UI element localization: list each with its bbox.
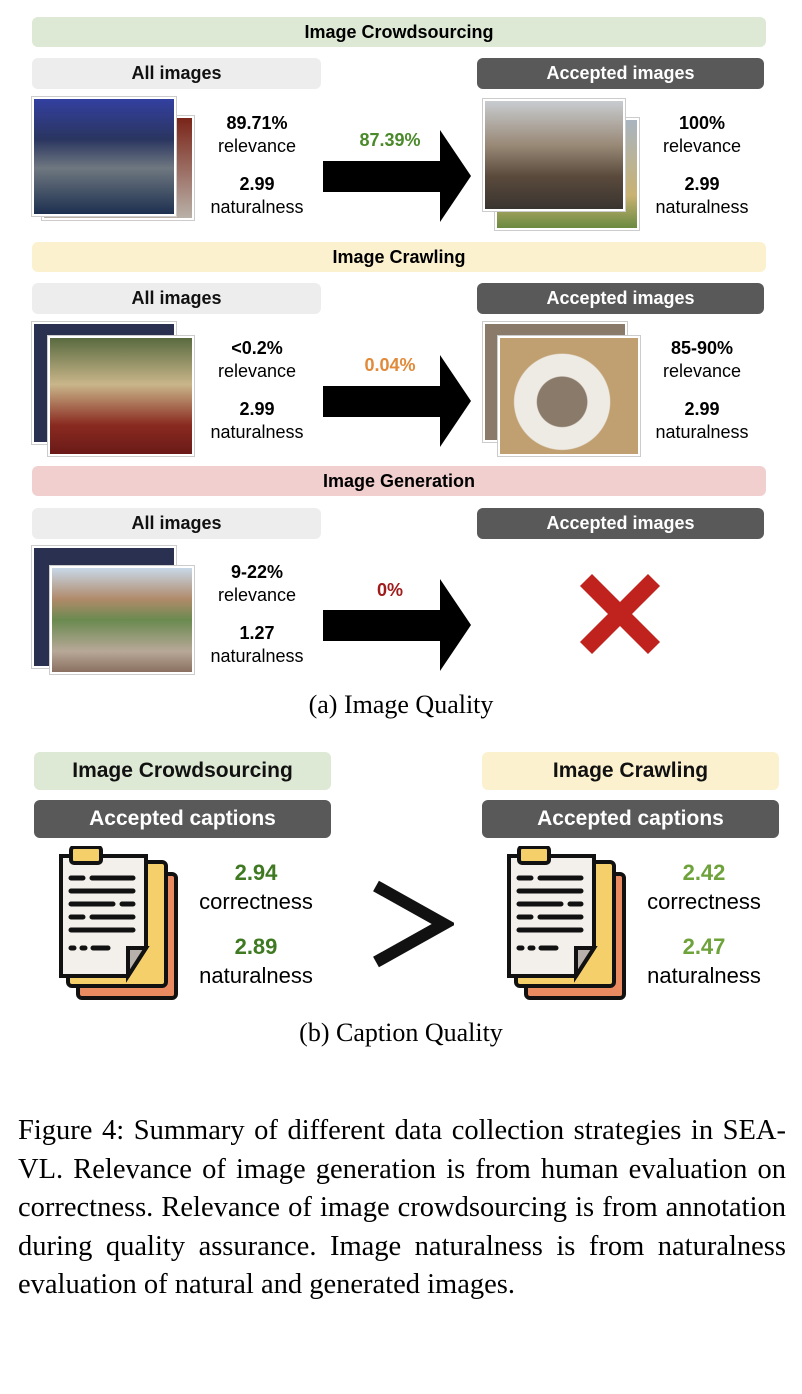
naturalness-value: 2.99 bbox=[239, 399, 275, 419]
naturalness-label: naturalness bbox=[210, 422, 304, 442]
relevance-label: relevance bbox=[217, 136, 297, 156]
correctness-value: 2.94 bbox=[234, 860, 278, 885]
naturalness-value: 2.89 bbox=[234, 934, 278, 959]
document-stack-icon bbox=[507, 846, 626, 1000]
greater-than-icon bbox=[373, 880, 454, 968]
naturalness-label: naturalness bbox=[647, 963, 761, 988]
document-stack-icon bbox=[59, 846, 178, 1000]
naturalness-label: naturalness bbox=[199, 963, 313, 988]
accepted-captions-label: Accepted captions bbox=[34, 800, 331, 838]
naturalness-label: naturalness bbox=[210, 197, 304, 217]
naturalness-value: 2.99 bbox=[684, 174, 720, 194]
photo-bakso bbox=[498, 336, 640, 456]
correctness-label: correctness bbox=[647, 889, 761, 914]
section-header-crowdsourcing: Image Crowdsourcing bbox=[32, 17, 766, 47]
relevance-label: relevance bbox=[217, 361, 297, 381]
accepted-images-label: Accepted images bbox=[477, 508, 764, 539]
relevance-label: relevance bbox=[662, 136, 742, 156]
correctness-label: correctness bbox=[199, 889, 313, 914]
naturalness-value: 2.47 bbox=[682, 934, 726, 959]
all-stats: 9-22% relevance 1.27 naturalness bbox=[187, 561, 327, 668]
photo-kecak-dance bbox=[483, 99, 625, 211]
caption-stats-crawling: 2.42 correctness 2.47 naturalness bbox=[634, 858, 774, 990]
naturalness-value: 2.99 bbox=[684, 399, 720, 419]
acceptance-rate: 0.04% bbox=[364, 355, 416, 375]
correctness-value: 2.42 bbox=[682, 860, 726, 885]
acceptance-rate: 87.39% bbox=[359, 130, 421, 150]
relevance-value: 85-90% bbox=[670, 338, 734, 358]
all-images-label: All images bbox=[32, 508, 321, 539]
caption-header-crawling: Image Crawling bbox=[482, 752, 779, 790]
subcaption-a: (a) Image Quality bbox=[308, 690, 494, 719]
relevance-label: relevance bbox=[662, 361, 742, 381]
naturalness-label: naturalness bbox=[655, 422, 749, 442]
naturalness-value: 1.27 bbox=[239, 623, 275, 643]
naturalness-label: naturalness bbox=[210, 646, 304, 666]
photo-table-setting bbox=[48, 336, 194, 456]
subcaption-b: (b) Caption Quality bbox=[299, 1018, 503, 1047]
photo-aquarium bbox=[32, 97, 176, 216]
caption-stats-crowdsourcing: 2.94 correctness 2.89 naturalness bbox=[186, 858, 326, 990]
relevance-value: <0.2% bbox=[231, 338, 283, 358]
photo-street-scene bbox=[50, 566, 194, 674]
naturalness-value: 2.99 bbox=[239, 174, 275, 194]
relevance-value: 89.71% bbox=[226, 113, 288, 133]
all-images-label: All images bbox=[32, 58, 321, 89]
section-header-generation: Image Generation bbox=[32, 466, 766, 496]
accepted-images-label: Accepted images bbox=[477, 58, 764, 89]
section-header-crawling: Image Crawling bbox=[32, 242, 766, 272]
accepted-stats: 85-90% relevance 2.99 naturalness bbox=[632, 337, 772, 444]
arrow-icon bbox=[323, 579, 471, 671]
all-images-label: All images bbox=[32, 283, 321, 314]
all-stats: <0.2% relevance 2.99 naturalness bbox=[187, 337, 327, 444]
acceptance-rate: 0% bbox=[376, 580, 403, 600]
relevance-value: 9-22% bbox=[230, 562, 284, 582]
relevance-value: 100% bbox=[678, 113, 726, 133]
all-stats: 89.71% relevance 2.99 naturalness bbox=[187, 112, 327, 219]
figure-caption: Figure 4: Summary of different data coll… bbox=[18, 1115, 786, 1300]
caption-header-crowdsourcing: Image Crowdsourcing bbox=[34, 752, 331, 790]
accepted-stats: 100% relevance 2.99 naturalness bbox=[632, 112, 772, 219]
accepted-images-label: Accepted images bbox=[477, 283, 764, 314]
arrow-icon bbox=[323, 130, 471, 222]
rejected-x-icon bbox=[579, 573, 661, 655]
arrow-icon bbox=[323, 355, 471, 447]
naturalness-label: naturalness bbox=[655, 197, 749, 217]
accepted-captions-label: Accepted captions bbox=[482, 800, 779, 838]
relevance-label: relevance bbox=[217, 585, 297, 605]
